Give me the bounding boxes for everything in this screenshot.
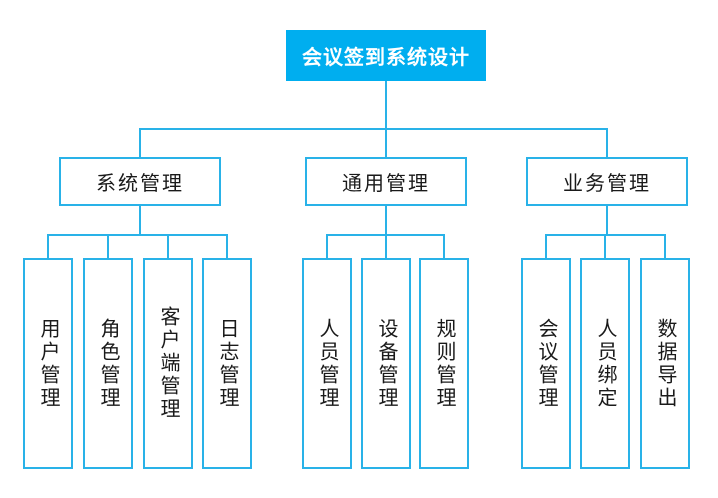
connector-group3-drop-3 (664, 234, 666, 258)
leaf-node-data-export: 数据导出 (640, 258, 690, 469)
connector-group1-drop-4 (226, 234, 228, 258)
connector-group1-bar (47, 234, 228, 236)
leaf-node-meeting-management: 会议管理 (521, 258, 571, 469)
leaf-node-user-management: 用户管理 (23, 258, 73, 469)
connector-group2-drop-1 (326, 234, 328, 258)
leaf-node-personnel-binding: 人员绑定 (580, 258, 630, 469)
root-node: 会议签到系统设计 (286, 30, 486, 81)
connector-group2-drop-2 (385, 234, 387, 258)
group-node-system-management: 系统管理 (59, 157, 221, 206)
connector-group3-drop-2 (604, 234, 606, 258)
leaf-node-client-management: 客户端管理 (143, 258, 193, 469)
connector-group3-drop-1 (545, 234, 547, 258)
group-node-general-management: 通用管理 (305, 157, 467, 206)
leaf-node-rule-management: 规则管理 (419, 258, 469, 469)
connector-group1-drop-3 (167, 234, 169, 258)
leaf-node-personnel-management: 人员管理 (302, 258, 352, 469)
group-node-business-management: 业务管理 (526, 157, 688, 206)
leaf-node-role-management: 角色管理 (83, 258, 133, 469)
connector-level1-bar (139, 128, 608, 130)
connector-drop-group1 (139, 128, 141, 157)
connector-group1-drop-2 (107, 234, 109, 258)
connector-group2-drop-3 (443, 234, 445, 258)
connector-group3-vertical (606, 206, 608, 235)
leaf-node-device-management: 设备管理 (361, 258, 411, 469)
connector-group1-drop-1 (47, 234, 49, 258)
connector-group1-vertical (139, 206, 141, 235)
connector-group2-vertical (385, 206, 387, 235)
leaf-node-log-management: 日志管理 (202, 258, 252, 469)
connector-drop-group3 (606, 128, 608, 157)
connector-root-vertical (385, 81, 387, 157)
